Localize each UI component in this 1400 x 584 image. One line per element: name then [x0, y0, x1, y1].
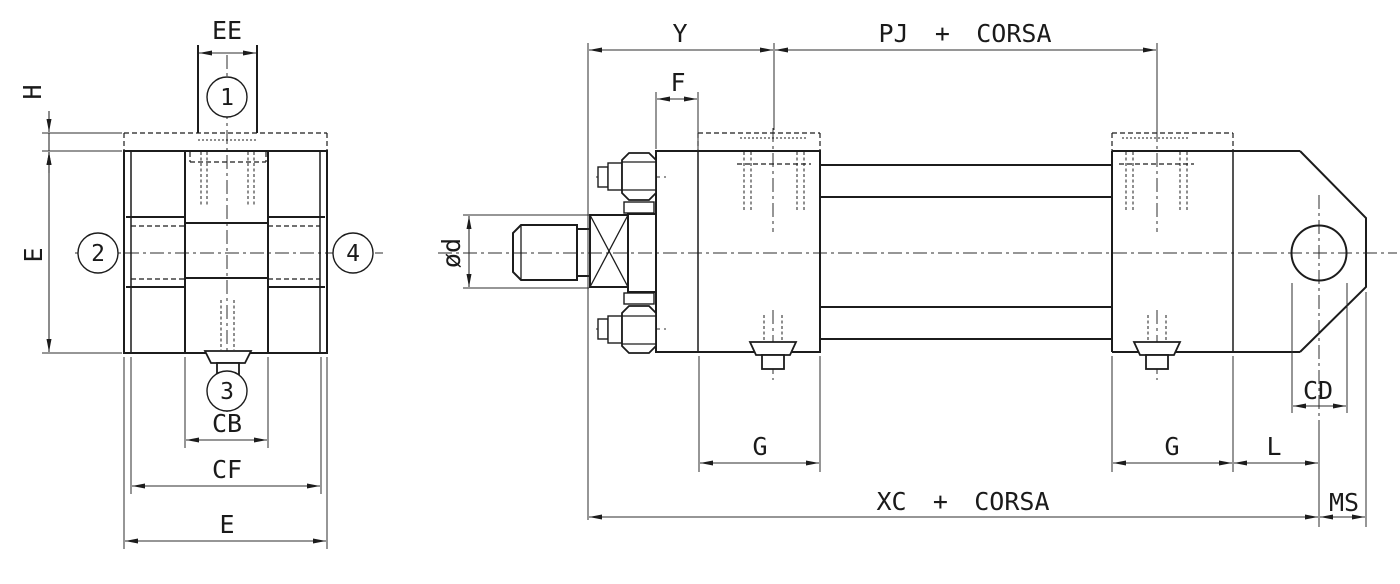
dim-label-rod-diameter: ød: [437, 238, 466, 268]
eye-hole: [1290, 224, 1348, 282]
side-view: [463, 43, 1367, 527]
rear-drain-plug: [1132, 341, 1182, 370]
washer: [607, 162, 623, 191]
dim-label-y: Y: [672, 19, 687, 48]
end-view: [42, 45, 328, 549]
cylinder-tube: [820, 164, 1112, 340]
balloon-2: 2: [77, 232, 119, 274]
end-view-port-boss-hidden: [123, 132, 328, 205]
balloon-1: 1: [206, 76, 248, 118]
dim-label-ee: EE: [212, 16, 242, 45]
balloon-4: 4: [332, 232, 374, 274]
dim-label-cf: CF: [212, 455, 242, 484]
tie-rod-nut-top: [597, 152, 657, 214]
dim-label-f: F: [670, 68, 685, 97]
dim-label-e-width: E: [219, 510, 234, 539]
washer: [607, 315, 623, 344]
balloon-2-label: 2: [91, 241, 105, 267]
clevis-eye-mount: [1290, 150, 1367, 353]
front-head-block: [655, 132, 821, 353]
balloon-3: 3: [206, 370, 248, 412]
dim-label-e-height: E: [19, 247, 48, 262]
front-drain-plug: [748, 341, 798, 370]
dim-label-g-rear: G: [1164, 432, 1179, 461]
end-view-dimensions: [42, 50, 328, 549]
dim-label-g-front: G: [752, 432, 767, 461]
piston-rod-end: [512, 213, 657, 293]
end-view-port-tube: [197, 45, 258, 133]
tie-rod-stub: [597, 166, 609, 188]
dim-label-l: L: [1266, 432, 1281, 461]
tie-rod-stub: [597, 318, 609, 340]
dim-label-ms: MS: [1329, 488, 1359, 517]
center-lines: [75, 55, 1397, 420]
dim-label-h: H: [18, 84, 47, 99]
dim-label-pj-corsa: PJ + CORSA: [878, 19, 1051, 48]
tie-rod-nut-bottom: [597, 292, 657, 354]
end-view-body: [123, 150, 328, 354]
dim-label-cb: CB: [212, 409, 242, 438]
balloon-4-label: 4: [346, 241, 360, 267]
balloon-3-label: 3: [220, 379, 234, 405]
balloon-1-label: 1: [220, 85, 234, 111]
rear-cap-block: [1111, 132, 1300, 353]
side-view-dimensions: [463, 43, 1367, 527]
dim-label-cd: CD: [1303, 376, 1333, 405]
dimension-labels: EE H E CB CF E Y PJ + CORSA F ød G G L C…: [18, 16, 1359, 539]
dim-label-xc-corsa: XC + CORSA: [876, 487, 1049, 516]
